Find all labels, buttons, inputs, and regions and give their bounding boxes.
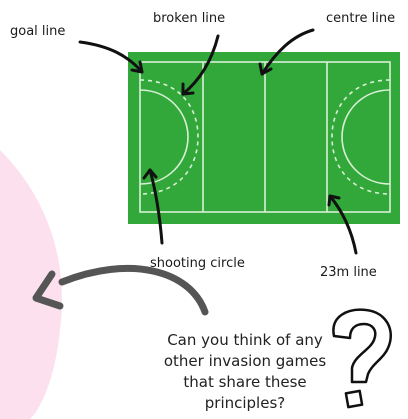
pitch-field — [128, 52, 400, 224]
pink-background-blob — [0, 150, 62, 419]
broken-line-label: broken line — [153, 11, 225, 26]
line-23m-label: 23m line — [320, 265, 377, 280]
question-mark-icon — [333, 310, 390, 407]
curved-arrow — [62, 268, 205, 312]
shooting-circle-label: shooting circle — [150, 256, 245, 271]
question-text: Can you think of any other invasion game… — [150, 330, 340, 414]
centre-line-label: centre line — [326, 11, 395, 26]
goal-line-label: goal line — [10, 24, 65, 39]
